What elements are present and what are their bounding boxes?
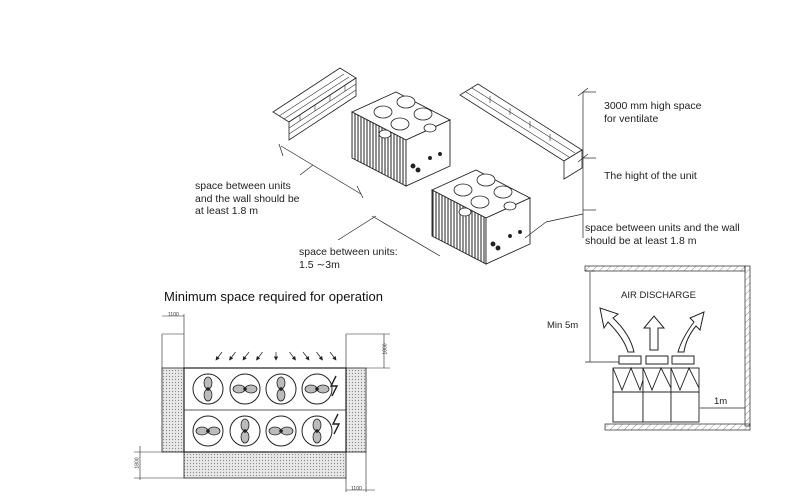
fan-icon	[229, 415, 261, 447]
plan-dim-right: 1800	[382, 343, 389, 355]
power-symbol-top	[329, 375, 339, 397]
fan-icon	[229, 373, 261, 405]
unit-back	[350, 91, 452, 187]
plan-title: Minimum space required for operation	[164, 289, 383, 304]
plan-dim-left: 1800	[134, 457, 141, 469]
airflow-arrow	[302, 351, 310, 361]
left-brick-wall	[272, 67, 357, 141]
fan-icon	[265, 373, 297, 405]
plan-airflow-arrows	[215, 351, 337, 361]
airflow-arrow	[256, 351, 263, 361]
airflow-arrow	[229, 351, 236, 361]
wall-distance-right-label: space between units and the wall should …	[585, 222, 740, 247]
fan-icon	[192, 373, 224, 405]
fan-icon	[192, 415, 224, 447]
airflow-arrow	[289, 351, 296, 361]
power-symbol-bottom	[331, 413, 341, 435]
ventilation-height-label: 3000 mm high space for ventilate	[604, 100, 702, 125]
plan-view	[134, 314, 390, 492]
airflow-arrow	[215, 351, 223, 361]
side-gap-label: 1m	[714, 396, 728, 407]
plan-fan-grid	[192, 373, 333, 447]
wall-distance-left-label: space between units and the wall should …	[195, 180, 300, 217]
min-height-label: Min 5m	[547, 320, 579, 331]
discharge-view	[584, 265, 751, 431]
top-dimension-lines	[278, 87, 596, 257]
plan-dim-bottom: 1100	[351, 486, 362, 492]
airflow-arrow	[316, 351, 323, 361]
fan-icon	[301, 415, 333, 447]
plan-dim-top: 1100	[168, 312, 179, 318]
unit-height-label: The hight of the unit	[604, 170, 697, 182]
air-discharge-title: AIR DISCHARGE	[621, 290, 696, 301]
fan-icon	[301, 373, 333, 405]
unit-front	[430, 169, 532, 265]
airflow-arrow	[242, 351, 250, 361]
right-brick-wall	[459, 83, 583, 180]
fan-icon	[265, 415, 297, 447]
unit-spacing-label: space between units: 1.5 ∼3m	[299, 246, 398, 271]
airflow-arrow	[329, 351, 337, 361]
